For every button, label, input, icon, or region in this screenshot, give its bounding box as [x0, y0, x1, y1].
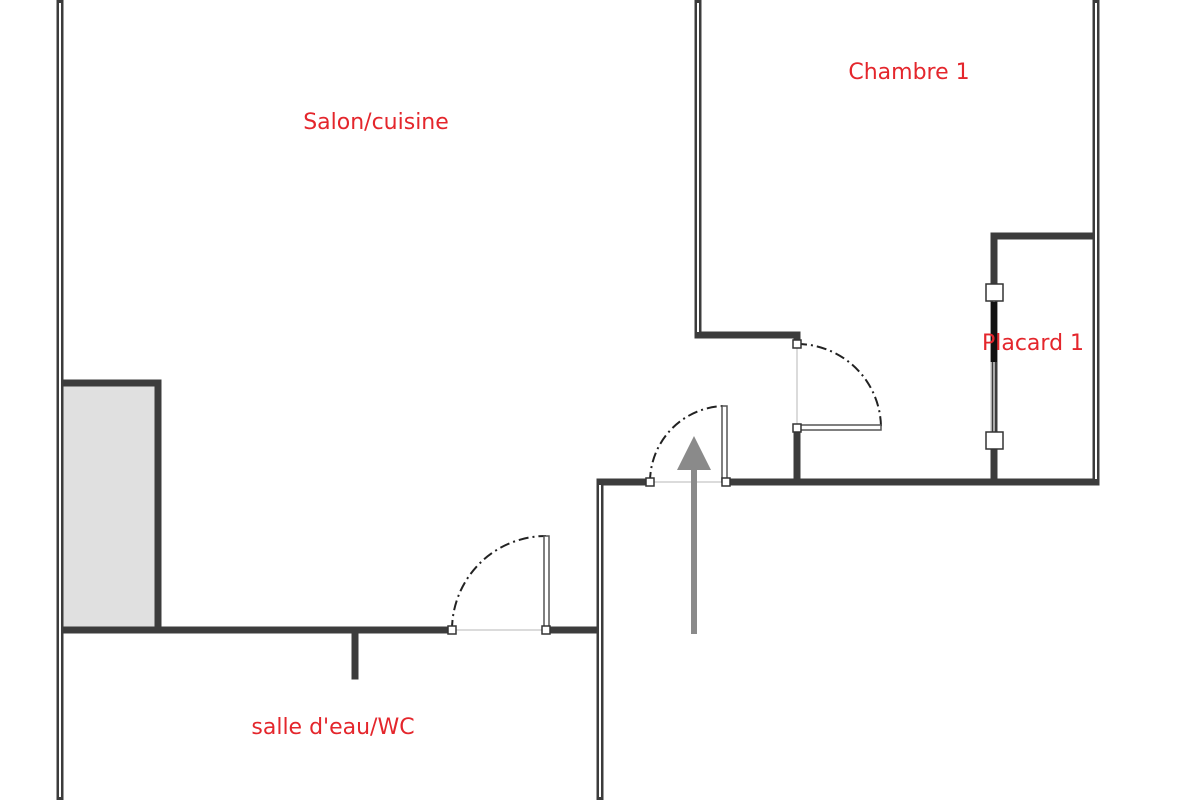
wall-hall-top — [596, 478, 654, 634]
label-chambre-1: Chambre 1 — [848, 60, 969, 85]
door-bedroom[interactable] — [792, 339, 882, 433]
door-bathroom-swing — [451, 535, 547, 631]
wall-storage — [56, 379, 162, 634]
storage-area — [60, 383, 158, 630]
door-bathroom[interactable] — [447, 535, 551, 635]
door-bathroom-leaf — [543, 535, 550, 631]
closet-door-panel — [991, 302, 997, 362]
entrance-arrow-icon — [677, 436, 711, 634]
label-placard-1: Placard 1 — [982, 331, 1084, 356]
door-entrance[interactable] — [645, 405, 731, 487]
label-salle-eau-wc: salle d'eau/WC — [251, 715, 414, 740]
door-bedroom-leaf — [796, 424, 882, 431]
label-salon-cuisine: Salon/cuisine — [303, 110, 449, 135]
walls — [56, 0, 1100, 800]
door-bedroom-swing — [796, 343, 882, 429]
wall-closet-top — [990, 232, 1100, 486]
door-closet-sliding[interactable] — [985, 283, 1004, 450]
door-entrance-swing — [649, 405, 725, 483]
wall-bathroom-partition — [542, 626, 604, 800]
wall-inner-lines — [59, 3, 1097, 797]
wall-bedroom-left — [694, 0, 801, 348]
door-entrance-leaf — [721, 405, 728, 483]
